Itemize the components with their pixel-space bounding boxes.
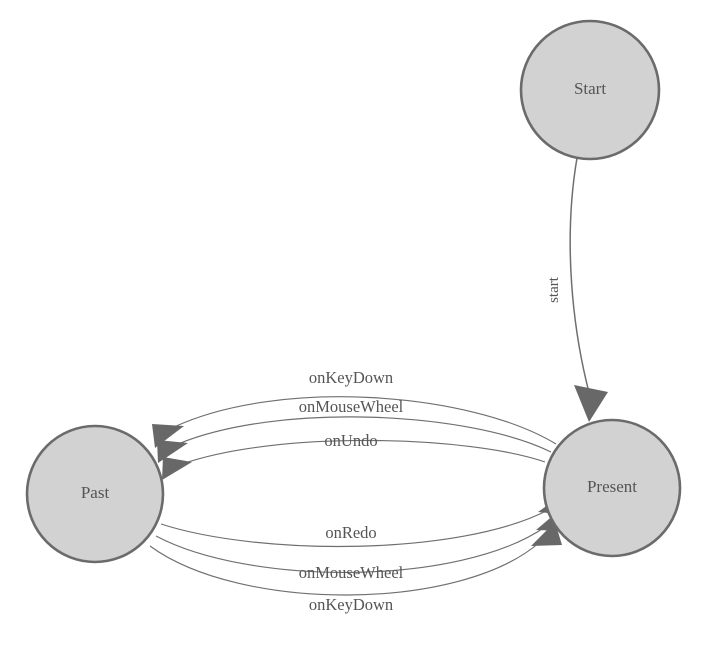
- edge-wheel-down-path: [155, 526, 546, 574]
- node-start-label: Start: [574, 79, 606, 98]
- edge-undo-path: [181, 439, 546, 465]
- edge-wheel-down-label: onMouseWheel: [299, 563, 404, 582]
- edge-redo-path: [160, 509, 549, 548]
- edge-redo-label: onRedo: [325, 523, 376, 542]
- edge-wheel-down[interactable]: onMouseWheel: [155, 508, 567, 582]
- edge-undo-label: onUndo: [324, 431, 377, 450]
- edge-keydown-down-label: onKeyDown: [309, 595, 393, 614]
- edge-wheel-up-arrowhead: [157, 440, 188, 463]
- edge-keydown-down-arrowhead: [531, 522, 562, 546]
- edge-undo[interactable]: onUndo: [162, 431, 546, 480]
- node-past[interactable]: Past: [25, 424, 165, 564]
- node-start[interactable]: Start: [519, 19, 661, 161]
- edge-redo[interactable]: onRedo: [160, 492, 569, 548]
- edge-start-path: [569, 157, 592, 401]
- edge-start-label: start: [546, 276, 562, 303]
- edge-start[interactable]: start: [546, 157, 608, 422]
- edge-wheel-up-path: [177, 416, 552, 453]
- edge-wheel-up-label: onMouseWheel: [299, 397, 404, 416]
- edge-undo-arrowhead: [162, 457, 192, 480]
- edge-keydown-up-label: onKeyDown: [309, 368, 393, 387]
- node-present[interactable]: Present: [542, 418, 682, 558]
- node-past-circle: [25, 424, 165, 564]
- edge-keydown-down[interactable]: onKeyDown: [149, 522, 562, 614]
- node-start-circle: [519, 19, 661, 161]
- node-present-label: Present: [587, 477, 637, 496]
- edge-start-arrowhead: [574, 385, 608, 422]
- edge-keydown-down-path: [149, 541, 541, 596]
- node-present-circle: [542, 418, 682, 558]
- node-past-label: Past: [81, 483, 110, 502]
- edge-wheel-up[interactable]: onMouseWheel: [157, 397, 552, 463]
- edge-keydown-up-path: [173, 396, 557, 445]
